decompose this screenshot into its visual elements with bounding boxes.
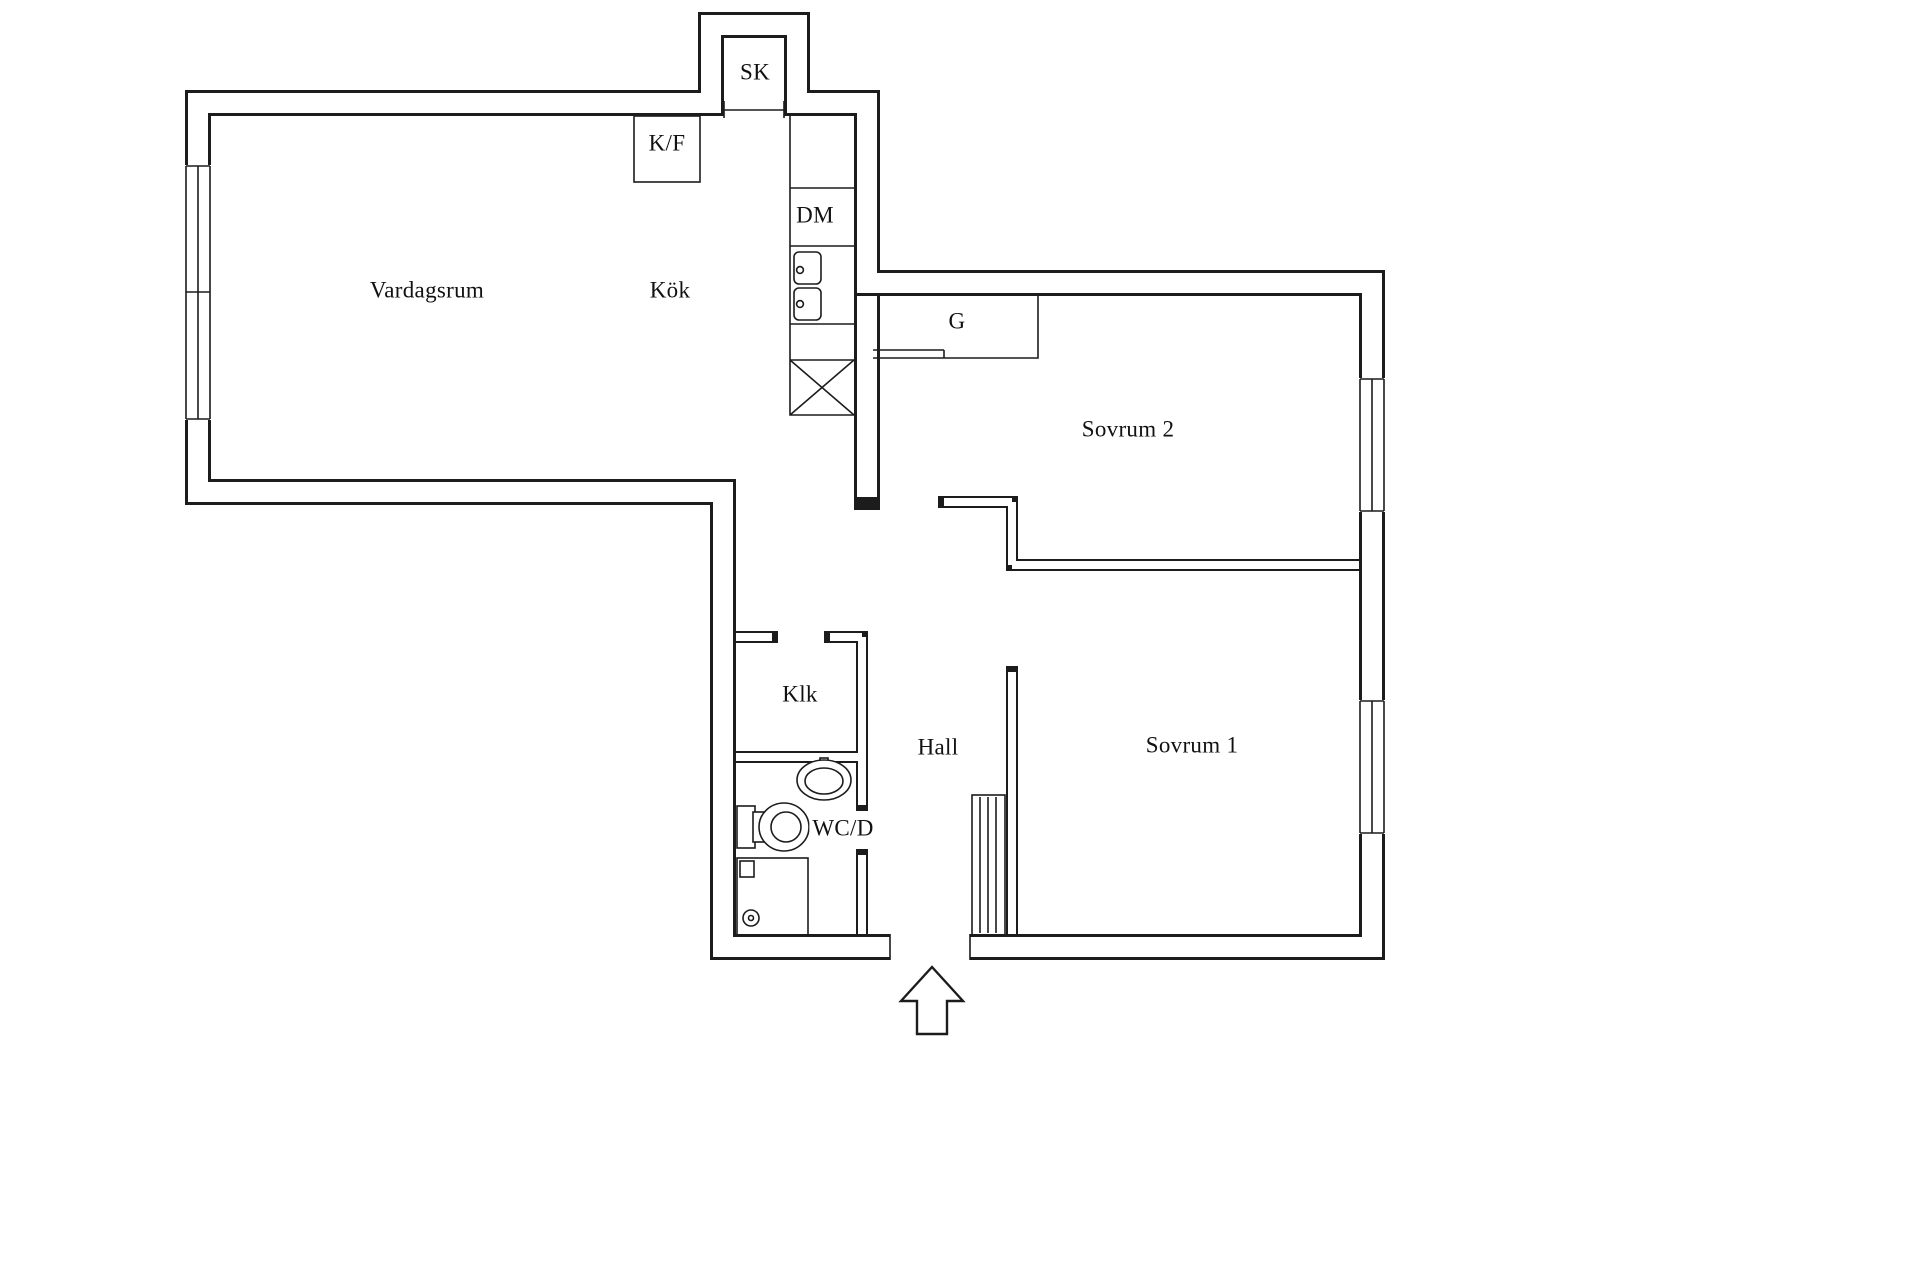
washbasin-icon <box>796 757 852 801</box>
appliance-label-kf: K/F <box>646 130 688 156</box>
radiator-icon <box>971 794 1006 936</box>
room-label-hall: Hall <box>917 734 959 760</box>
window-sovrum1 <box>1358 700 1386 834</box>
bathroom-fixtures <box>736 757 852 936</box>
exterior-walls <box>185 12 1385 960</box>
wardrobe-g <box>873 296 1039 359</box>
fridge-freezer <box>633 115 701 183</box>
shower-washer-icon <box>736 857 809 936</box>
sk-closet-front <box>723 101 785 118</box>
window-left <box>184 165 212 420</box>
corner-cabinet <box>789 359 855 416</box>
room-label-kok: Kök <box>649 277 691 303</box>
window-sovrum2 <box>1358 378 1386 512</box>
windows <box>184 165 1386 834</box>
room-label-vardagsrum: Vardagsrum <box>369 277 485 303</box>
closet-label-sk: SK <box>739 59 771 85</box>
closet-label-g: G <box>948 308 966 334</box>
toilet-icon <box>736 802 810 852</box>
kitchen-sink-icon <box>793 251 822 321</box>
appliance-label-dm: DM <box>794 202 836 228</box>
entrance-arrow-icon <box>898 965 966 1036</box>
interior-walls <box>730 270 1366 953</box>
kitchen-fixtures <box>633 101 855 416</box>
entrance-opening <box>889 933 971 962</box>
room-label-sovrum-2: Sovrum 2 <box>1081 416 1175 442</box>
room-label-wc-d: WC/D <box>809 816 877 840</box>
room-label-sovrum-1: Sovrum 1 <box>1145 732 1239 758</box>
kitchen-counter <box>789 116 854 416</box>
room-label-klk: Klk <box>782 681 818 707</box>
